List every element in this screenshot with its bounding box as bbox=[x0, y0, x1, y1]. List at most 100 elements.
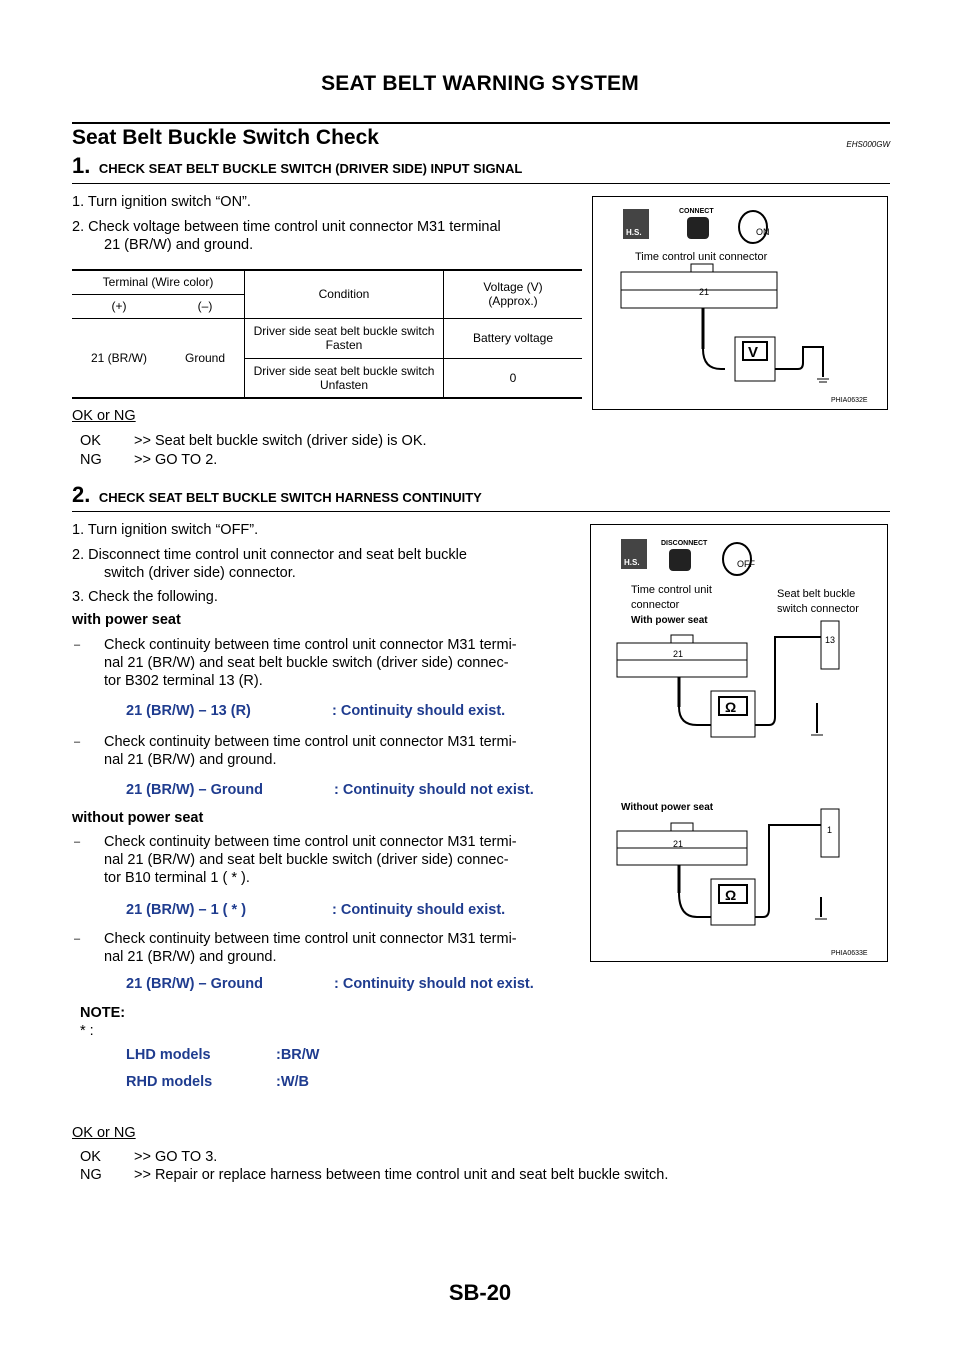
td-plus: 21 (BR/W) bbox=[90, 350, 147, 365]
step1-ok-text: >> Seat belt buckle switch (driver side)… bbox=[134, 433, 427, 449]
off-label: OFF bbox=[737, 559, 755, 569]
w1-line3: tor B302 terminal 13 (R). bbox=[104, 673, 263, 689]
connect-label: CONNECT bbox=[679, 208, 714, 215]
lhd-label: LHD models bbox=[126, 1047, 211, 1063]
step1-ok-label: OK bbox=[80, 433, 101, 449]
step2-ok-label: OK bbox=[80, 1149, 101, 1165]
sb-connector-without bbox=[820, 808, 840, 858]
o2-spec-left: 21 (BR/W) – Ground bbox=[126, 976, 263, 992]
omega-label: Ω bbox=[725, 887, 736, 903]
terminal-21-label: 21 bbox=[699, 287, 709, 297]
step1-item2-cont: 21 (BR/W) and ground. bbox=[104, 237, 254, 253]
w2-line1: Check continuity between time control un… bbox=[104, 734, 517, 750]
step2-ok-text: >> GO TO 3. bbox=[134, 1149, 218, 1165]
step1-ng-label: NG bbox=[80, 452, 102, 468]
sb-connector-with bbox=[820, 620, 840, 670]
bullet-dash: – bbox=[74, 933, 81, 945]
ignition-key-icon bbox=[722, 542, 752, 576]
w2-spec-right: : Continuity should not exist. bbox=[334, 782, 534, 798]
connector-icon bbox=[687, 217, 709, 239]
sb-label: Seat belt buckle bbox=[777, 588, 855, 600]
step2-item1: 1. Turn ignition switch “OFF”. bbox=[72, 522, 259, 538]
hs-icon bbox=[623, 209, 649, 239]
step1-okng: OK or NG bbox=[72, 408, 136, 424]
step1-rule bbox=[72, 183, 890, 184]
step2-number: 2. bbox=[72, 482, 91, 507]
terminal-1-label: 1 bbox=[827, 825, 832, 835]
td-voltage-battery: Battery voltage bbox=[443, 318, 582, 359]
th-condition: Condition bbox=[244, 270, 444, 319]
without-power-seat-label: Without power seat bbox=[621, 802, 714, 813]
step1-title: CHECK SEAT BELT BUCKLE SWITCH (DRIVER SI… bbox=[98, 161, 523, 176]
w1-line2: nal 21 (BR/W) and seat belt buckle switc… bbox=[104, 655, 509, 671]
tcu-label: Time control unit bbox=[631, 584, 712, 596]
td-condition-fasten: Driver side seat belt buckle switch Fast… bbox=[244, 318, 444, 359]
o1-spec-left: 21 (BR/W) – 1 ( * ) bbox=[126, 902, 247, 918]
hs-icon bbox=[621, 539, 647, 569]
w2-spec-left: 21 (BR/W) – Ground bbox=[126, 782, 263, 798]
sb-label2: switch connector bbox=[777, 603, 859, 615]
without-power-seat-heading: without power seat bbox=[72, 810, 204, 826]
step2-title: CHECK SEAT BELT BUCKLE SWITCH HARNESS CO… bbox=[98, 490, 482, 505]
th-terminal: Terminal (Wire color) bbox=[72, 270, 245, 295]
w1-spec-left: 21 (BR/W) – 13 (R) bbox=[126, 703, 251, 719]
ignition-key-icon bbox=[738, 210, 768, 244]
bullet-dash: – bbox=[74, 836, 81, 848]
step1-heading: 1. CHECK SEAT BELT BUCKLE SWITCH (DRIVER… bbox=[72, 153, 522, 179]
td-condition-unfasten: Driver side seat belt buckle switch Unfa… bbox=[244, 358, 444, 398]
with-power-seat-label: With power seat bbox=[631, 615, 708, 626]
step2-item3: 3. Check the following. bbox=[72, 589, 218, 605]
section-title: Seat Belt Buckle Switch Check bbox=[72, 126, 379, 149]
th-voltage: Voltage (V) (Approx.) bbox=[443, 270, 582, 319]
o2-line1: Check continuity between time control un… bbox=[104, 931, 517, 947]
step2-ng-label: NG bbox=[80, 1167, 102, 1183]
on-label: ON bbox=[756, 227, 770, 237]
with-power-seat-heading: with power seat bbox=[72, 612, 181, 628]
step1-number: 1. bbox=[72, 153, 91, 178]
o2-spec-right: : Continuity should not exist. bbox=[334, 976, 534, 992]
step2-heading: 2. CHECK SEAT BELT BUCKLE SWITCH HARNESS… bbox=[72, 482, 482, 508]
step1-item2: 2. Check voltage between time control un… bbox=[72, 219, 501, 235]
th-minus: (–) bbox=[166, 294, 245, 319]
connector-icon bbox=[669, 549, 691, 571]
w1-spec-right: : Continuity should exist. bbox=[332, 703, 506, 719]
header-rule bbox=[72, 122, 890, 124]
o1-line2: nal 21 (BR/W) and seat belt buckle switc… bbox=[104, 852, 509, 868]
bullet-dash: – bbox=[74, 736, 81, 748]
terminal-21-label: 21 bbox=[673, 839, 683, 849]
w1-line1: Check continuity between time control un… bbox=[104, 637, 517, 653]
bullet-dash: – bbox=[74, 639, 81, 651]
step2-item2-cont: switch (driver side) connector. bbox=[104, 565, 296, 581]
hs-label: H.S. bbox=[624, 558, 640, 567]
continuity-check-diagram: H.S. DISCONNECT OFF Time control unit co… bbox=[616, 539, 868, 957]
step2-okng: OK or NG bbox=[72, 1125, 136, 1141]
td-voltage-zero: 0 bbox=[509, 370, 517, 385]
step1-item1: 1. Turn ignition switch “ON”. bbox=[72, 194, 251, 210]
hs-label: H.S. bbox=[626, 228, 642, 237]
step2-rule bbox=[72, 511, 890, 512]
o1-line1: Check continuity between time control un… bbox=[104, 834, 517, 850]
figure-voltage-check: H.S. CONNECT ON Time control unit connec… bbox=[592, 196, 888, 410]
rhd-value: :W/B bbox=[276, 1074, 310, 1090]
section-id: EHS000GW bbox=[846, 140, 890, 149]
figure-continuity-check: H.S. DISCONNECT OFF Time control unit co… bbox=[590, 524, 888, 962]
rhd-label: RHD models bbox=[126, 1074, 213, 1090]
note-heading: NOTE: bbox=[80, 1005, 126, 1021]
tcu-connector-label: Time control unit connector bbox=[635, 251, 768, 263]
figure1-code: PHIA0632E bbox=[831, 397, 868, 404]
step2-ng-text: >> Repair or replace harness between tim… bbox=[134, 1167, 669, 1183]
figure2-code: PHIA0633E bbox=[831, 950, 868, 957]
voltage-check-diagram: H.S. CONNECT ON Time control unit connec… bbox=[620, 208, 868, 404]
meter-v-label: V bbox=[748, 344, 758, 361]
w2-line2: nal 21 (BR/W) and ground. bbox=[104, 752, 277, 768]
o2-line2: nal 21 (BR/W) and ground. bbox=[104, 949, 277, 965]
th-plus: (+) bbox=[72, 294, 166, 319]
voltage-table: Terminal (Wire color) Condition Voltage … bbox=[72, 269, 582, 399]
lhd-value: :BR/W bbox=[276, 1047, 320, 1063]
terminal-21-label: 21 bbox=[673, 649, 683, 659]
o1-line3: tor B10 terminal 1 ( * ). bbox=[104, 870, 250, 886]
page-number: SB-20 bbox=[448, 1280, 512, 1305]
tcu-label2: connector bbox=[631, 599, 680, 611]
td-minus: Ground bbox=[166, 318, 245, 398]
omega-label: Ω bbox=[725, 699, 736, 715]
